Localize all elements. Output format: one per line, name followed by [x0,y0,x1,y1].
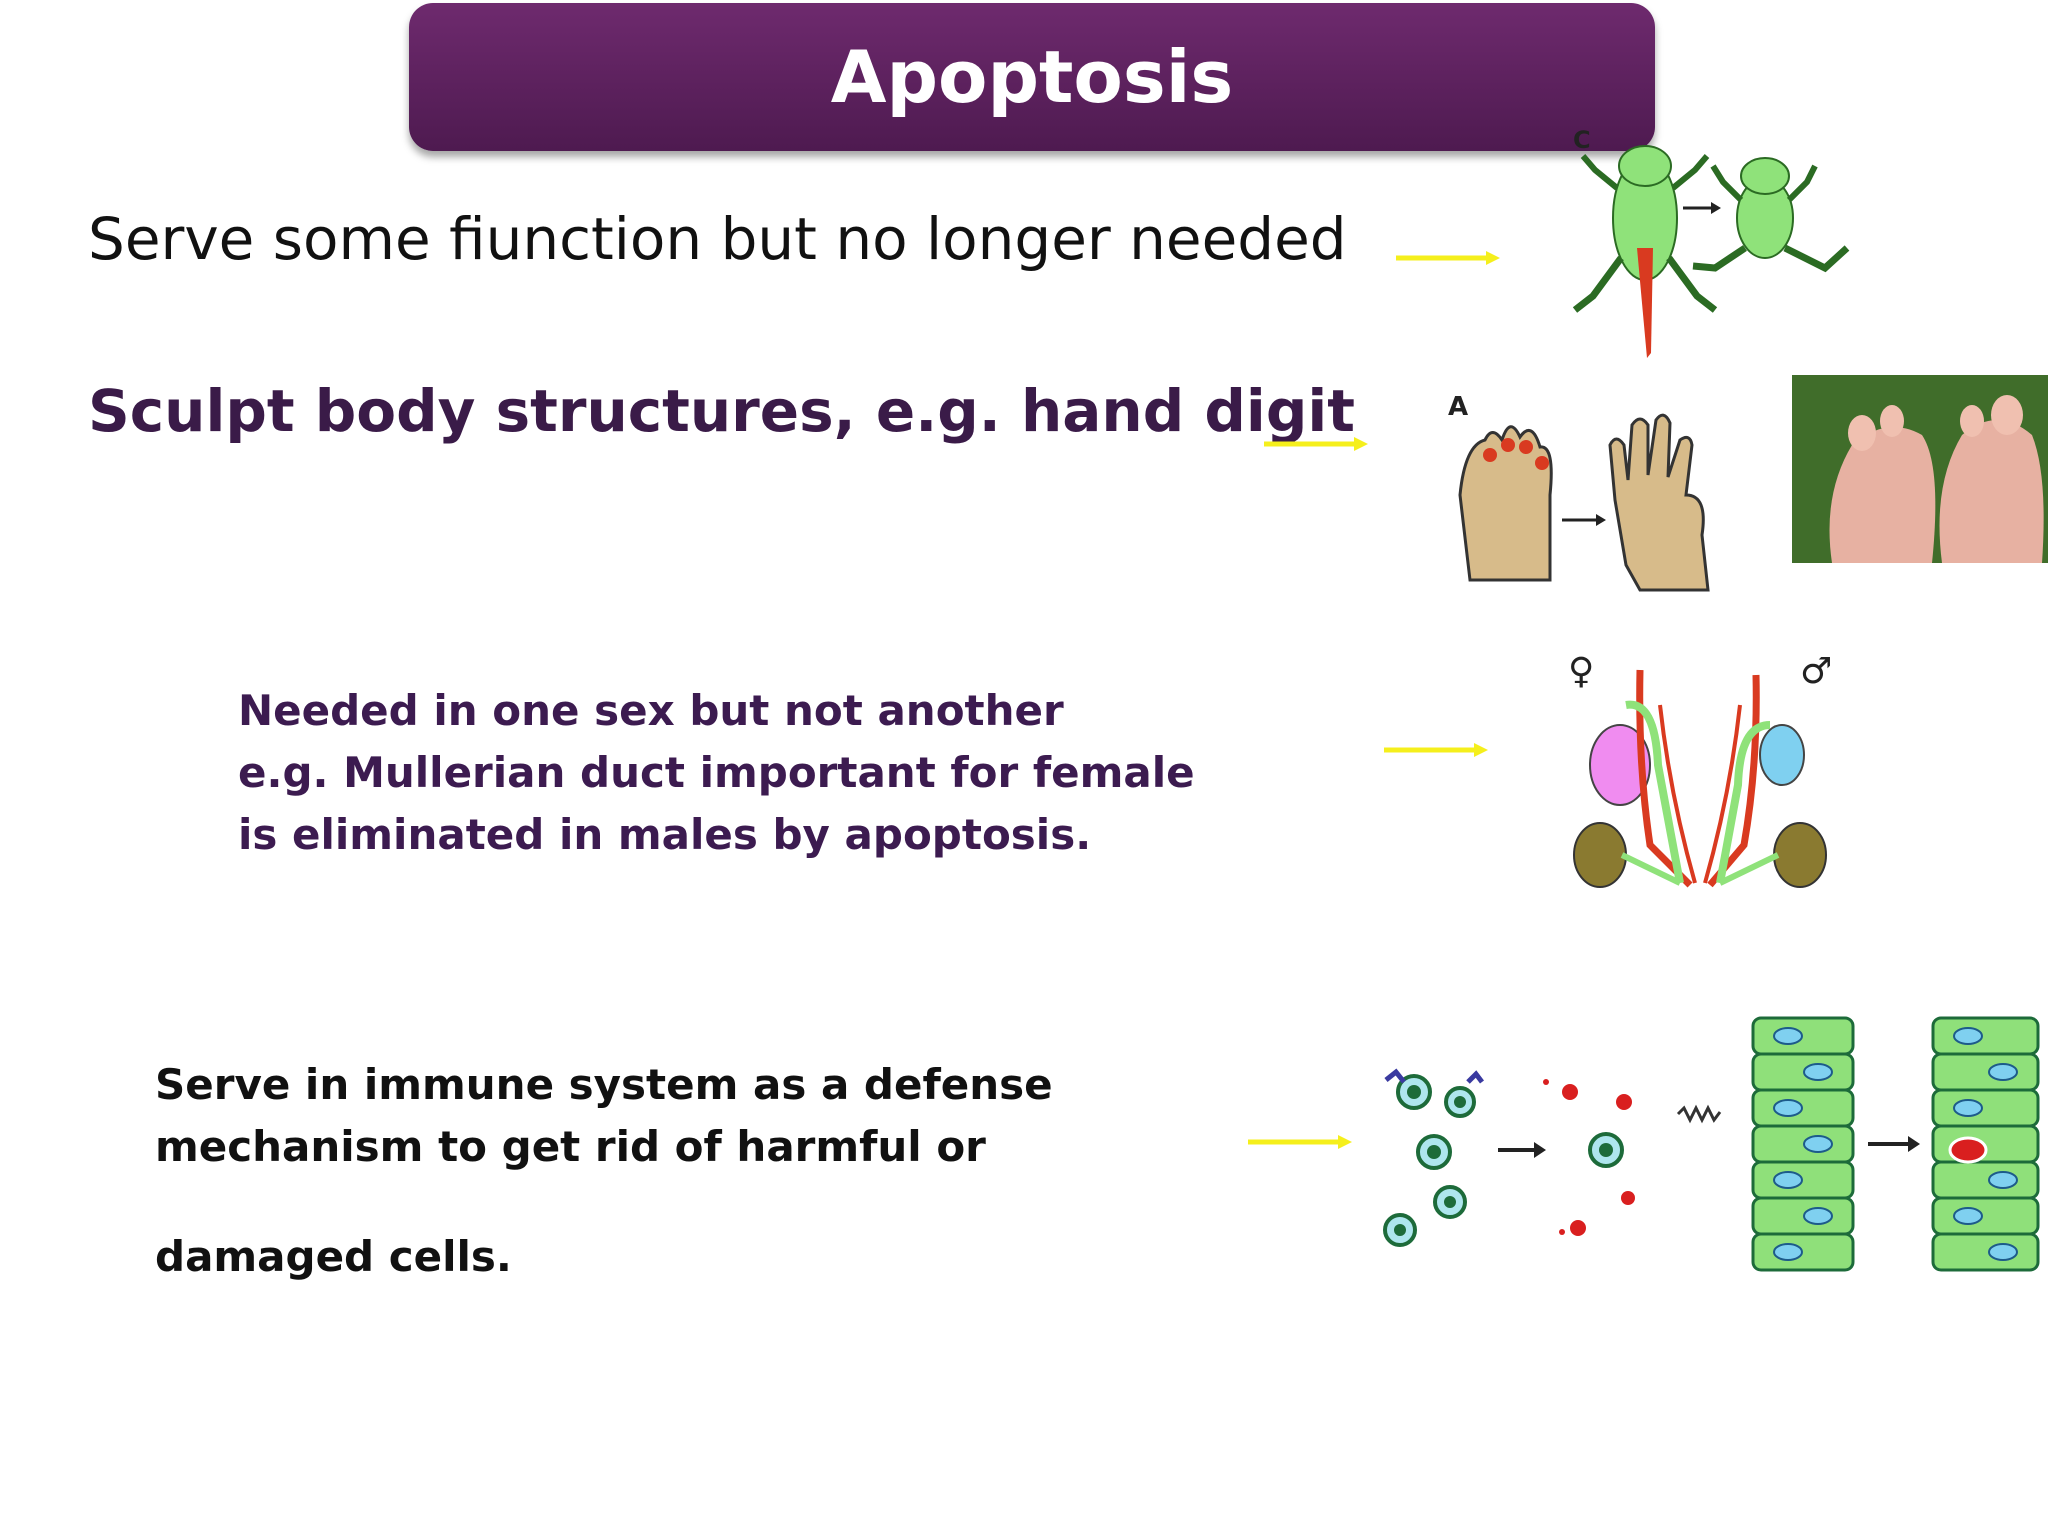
figure-label-c: C [1573,126,1591,154]
point-sculpt-body: Sculpt body structures, e.g. hand digit [88,377,1355,445]
immune-line-1: Serve in immune system as a defense [155,1060,1053,1109]
point-no-longer-needed: Serve some fiunction but no longer neede… [88,205,1347,273]
title-bar: Apoptosis [409,3,1655,151]
slide-title: Apoptosis [830,35,1234,119]
point-immune-system: Serve in immune system as a defense mech… [155,1054,1053,1288]
arrow-icon [1248,1135,1352,1149]
arrow-icon [1384,743,1488,757]
female-symbol: ♀ [1568,651,1594,692]
immune-apoptosis-figure [1383,1016,2040,1272]
arrow-icon [1264,437,1368,451]
immune-line-3: damaged cells. [155,1232,512,1281]
figure-label-a: A [1448,392,1468,422]
hand-digit-figure: A [1448,392,1710,592]
male-symbol: ♂ [1800,651,1832,692]
tadpole-tail-figure: C [1572,126,1850,358]
sex-line-1: Needed in one sex but not another [238,686,1064,735]
feet-photo [1792,375,2048,563]
sex-line-3: is eliminated in males by apoptosis. [238,810,1092,859]
sex-line-2: e.g. Mullerian duct important for female [238,748,1195,797]
immune-line-2: mechanism to get rid of harmful or [155,1122,986,1171]
point-sex-specific: Needed in one sex but not another e.g. M… [238,680,1195,866]
mullerian-duct-figure: ♀ ♂ [1568,651,1832,888]
arrow-icon [1396,251,1500,265]
